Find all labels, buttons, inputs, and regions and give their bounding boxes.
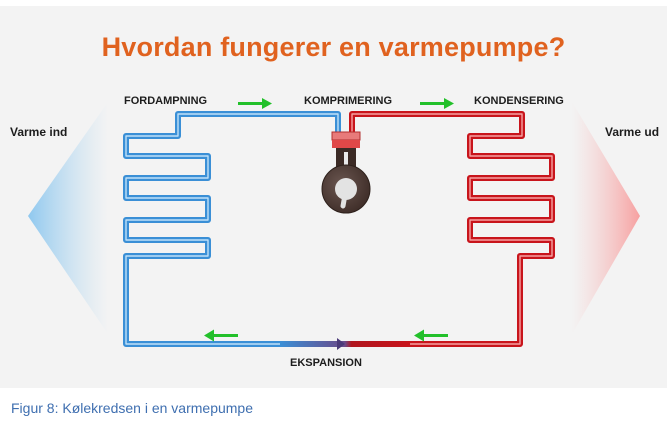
flow-arrow-bottom-right bbox=[414, 329, 448, 342]
evaporator-coil bbox=[123, 111, 341, 347]
label-condensation: KONDENSERING bbox=[474, 95, 564, 107]
condenser-coil bbox=[349, 111, 555, 347]
label-heat-out: Varme ud bbox=[605, 125, 660, 139]
heat-pump-diagram bbox=[28, 98, 640, 350]
label-evaporation: FORDAMPNING bbox=[124, 95, 208, 107]
flow-arrow-bottom-left bbox=[204, 329, 238, 342]
flow-arrow-top-left bbox=[238, 98, 272, 109]
flow-arrow-top-right bbox=[420, 98, 454, 109]
compressor bbox=[321, 131, 371, 214]
label-expansion: EKSPANSION bbox=[290, 357, 362, 369]
diagram-figure: Hvordan fungerer en varmepumpe? FORDAMPN… bbox=[0, 6, 667, 388]
expansion-valve bbox=[337, 338, 345, 350]
diagram-title: Hvordan fungerer en varmepumpe? bbox=[101, 32, 566, 62]
label-compression: KOMPRIMERING bbox=[304, 95, 392, 107]
heat-out-arrow bbox=[572, 102, 640, 334]
figure-caption: Figur 8: Kølekredsen i en varmepumpe bbox=[11, 400, 253, 416]
heat-in-arrow bbox=[28, 102, 108, 334]
label-heat-in: Varme ind bbox=[10, 125, 68, 139]
